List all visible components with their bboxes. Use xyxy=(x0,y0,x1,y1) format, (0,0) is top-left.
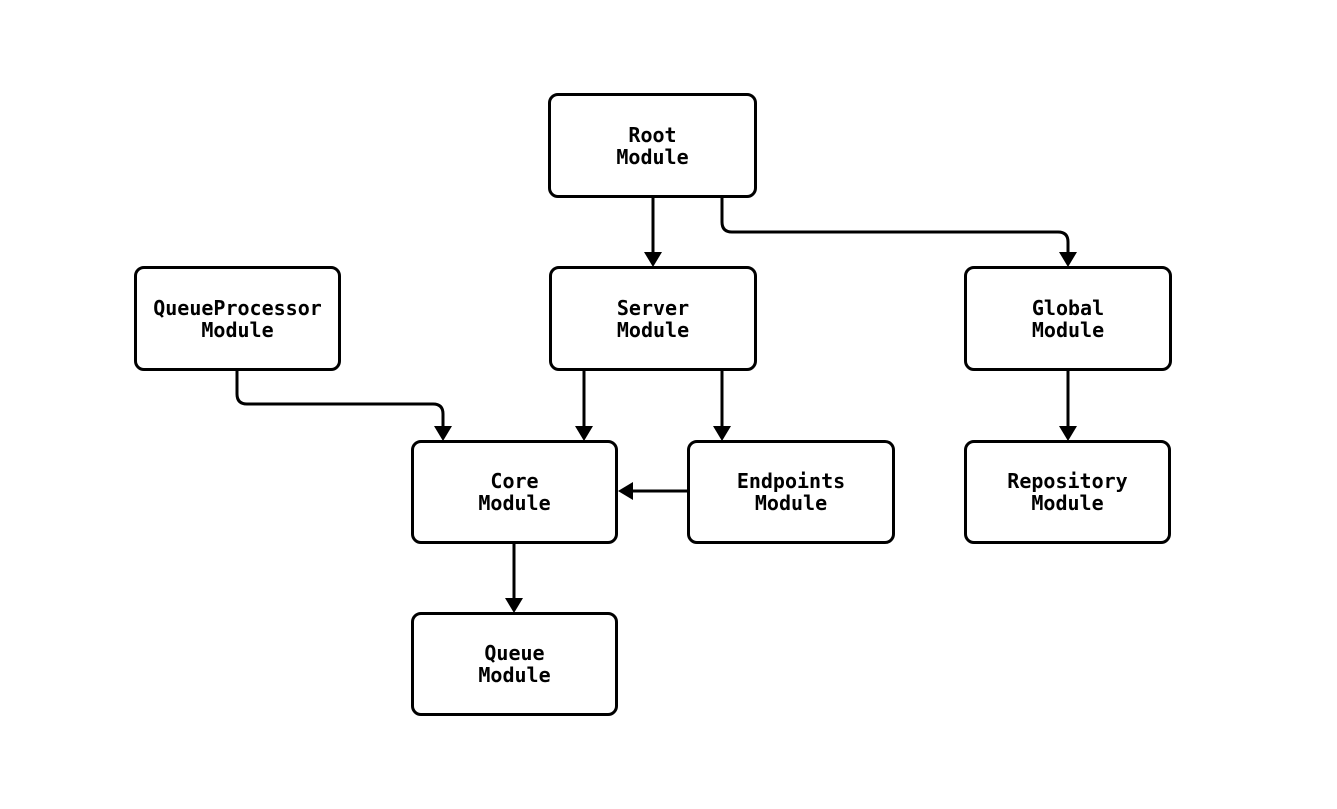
edge-endpoints-to-core-arrowhead-icon xyxy=(618,482,633,500)
node-label-line: Root xyxy=(628,122,677,147)
edge-root-to-global-arrowhead-icon xyxy=(1059,252,1077,267)
node-server-module: Server Module xyxy=(549,266,757,371)
node-label-line: Module xyxy=(1031,491,1104,515)
node-label-line: Module xyxy=(754,491,828,515)
edge-root-to-global xyxy=(720,198,1077,267)
edge-root-to-server-arrowhead-icon xyxy=(644,252,662,267)
edge-global-to-repository xyxy=(1059,371,1077,441)
node-queueprocessor-module: QueueProcessor Module xyxy=(134,266,341,371)
node-root-module: Root Module xyxy=(548,93,757,198)
edge-queueprocessor-to-core xyxy=(235,371,452,441)
edge-server-to-endpoints-arrowhead-icon xyxy=(713,426,731,441)
edge-endpoints-to-core xyxy=(618,482,687,500)
node-label-line: Module xyxy=(201,317,274,342)
node-label-line: Module xyxy=(478,663,551,687)
node-label-line: Global xyxy=(1031,295,1105,320)
edge-queueprocessor-to-core-line xyxy=(235,371,445,426)
edge-root-to-server xyxy=(644,198,662,267)
node-label-line: Server xyxy=(616,295,690,320)
node-label-line: Module xyxy=(616,144,689,169)
node-queue-module: Queue Module xyxy=(411,612,618,716)
node-label-line: QueueProcessor xyxy=(153,295,322,320)
node-label-line: Module xyxy=(478,491,551,515)
node-label-line: Repository xyxy=(1007,469,1128,493)
node-label-line: Endpoints xyxy=(736,469,846,493)
node-endpoints-module: Endpoints Module xyxy=(687,440,895,544)
edge-server-to-endpoints xyxy=(713,371,731,441)
edge-server-to-core xyxy=(575,371,593,441)
edge-server-to-core-arrowhead-icon xyxy=(575,426,593,441)
node-label-line: Module xyxy=(616,317,690,342)
edge-core-to-queue-arrowhead-icon xyxy=(505,598,523,613)
node-label-line: Core xyxy=(490,469,539,493)
node-label-line: Module xyxy=(1031,317,1105,342)
node-core-module: Core Module xyxy=(411,440,618,544)
edge-core-to-queue xyxy=(505,544,523,613)
node-repository-module: Repository Module xyxy=(964,440,1171,544)
edge-queueprocessor-to-core-arrowhead-icon xyxy=(434,426,452,441)
edge-root-to-global-line xyxy=(720,198,1070,252)
node-global-module: Global Module xyxy=(964,266,1172,371)
edge-global-to-repository-arrowhead-icon xyxy=(1059,426,1077,441)
node-label-line: Queue xyxy=(484,641,545,665)
